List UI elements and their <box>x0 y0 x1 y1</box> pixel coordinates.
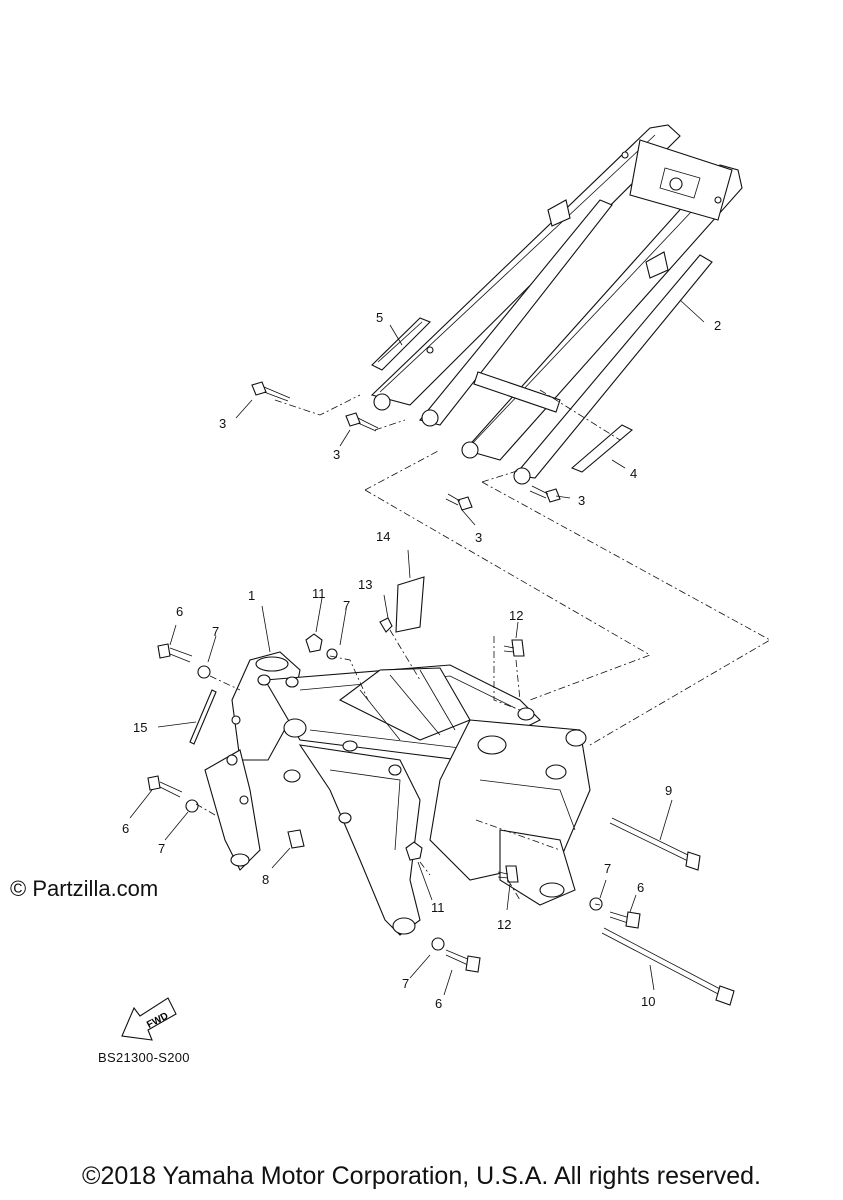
fwd-arrow-icon: FWD <box>121 997 177 1041</box>
diagram-code: BS21300-S200 <box>98 1050 190 1065</box>
callout-6: 6 <box>176 604 183 619</box>
assembly-line-lower <box>195 629 601 906</box>
assembly-line <box>274 389 771 746</box>
callout-7: 7 <box>604 861 611 876</box>
callout-3: 3 <box>475 530 482 545</box>
bolt-part-12-a[interactable] <box>503 639 525 657</box>
plate-part-4[interactable] <box>570 424 633 473</box>
callouts: 5 2 3 3 4 3 3 14 1 11 13 7 6 7 12 15 9 6… <box>122 310 721 1011</box>
callout-6: 6 <box>122 821 129 836</box>
bolt-part-10[interactable] <box>601 927 735 1006</box>
callout-15: 15 <box>133 720 147 735</box>
washer-part-7-a[interactable] <box>197 665 211 679</box>
bolt-part-3-d[interactable] <box>529 485 561 503</box>
callout-14: 14 <box>376 529 390 544</box>
washer-part-7-c[interactable] <box>185 799 199 813</box>
bolt-part-6-d[interactable] <box>445 949 481 973</box>
callout-12: 12 <box>497 917 511 932</box>
callout-9: 9 <box>665 783 672 798</box>
nut-part-13[interactable] <box>379 617 393 633</box>
main-frame-part-1[interactable] <box>204 651 591 936</box>
callout-6: 6 <box>637 880 644 895</box>
callout-6: 6 <box>435 996 442 1011</box>
callout-3: 3 <box>333 447 340 462</box>
callout-2: 2 <box>714 318 721 333</box>
callout-11: 11 <box>431 900 445 915</box>
bolt-part-9[interactable] <box>609 817 701 871</box>
rear-frame-part-2[interactable] <box>370 124 743 485</box>
label-part-14[interactable] <box>395 576 425 633</box>
callout-7: 7 <box>212 624 219 639</box>
copyright-notice: ©2018 Yamaha Motor Corporation, U.S.A. A… <box>82 1162 761 1190</box>
callout-7: 7 <box>158 841 165 856</box>
bolt-part-3-c[interactable] <box>445 493 473 511</box>
bolt-part-6-b[interactable] <box>147 775 183 798</box>
bolt-part-3-a[interactable] <box>251 381 291 402</box>
callout-11: 11 <box>312 586 326 601</box>
callout-10: 10 <box>641 994 655 1009</box>
plate-part-15[interactable] <box>189 689 217 745</box>
bolt-part-6-a[interactable] <box>157 643 193 663</box>
callout-12: 12 <box>509 608 523 623</box>
callout-4: 4 <box>630 466 637 481</box>
callout-5: 5 <box>376 310 383 325</box>
callout-3: 3 <box>578 493 585 508</box>
watermark: © Partzilla.com <box>10 876 159 901</box>
callout-1: 1 <box>248 588 255 603</box>
bolt-part-8[interactable] <box>287 829 305 849</box>
callout-8: 8 <box>262 872 269 887</box>
callout-7: 7 <box>343 598 350 613</box>
callout-3: 3 <box>219 416 226 431</box>
nut-part-11-b[interactable] <box>405 841 423 861</box>
callout-13: 13 <box>358 577 372 592</box>
washer-part-7-e[interactable] <box>431 937 445 951</box>
callout-7: 7 <box>402 976 409 991</box>
nut-part-11-a[interactable] <box>305 633 323 653</box>
bolt-part-6-c[interactable] <box>609 911 641 929</box>
bolt-part-3-b[interactable] <box>345 412 379 432</box>
leader-lines <box>129 299 705 996</box>
bolt-part-12-b[interactable] <box>497 865 519 883</box>
